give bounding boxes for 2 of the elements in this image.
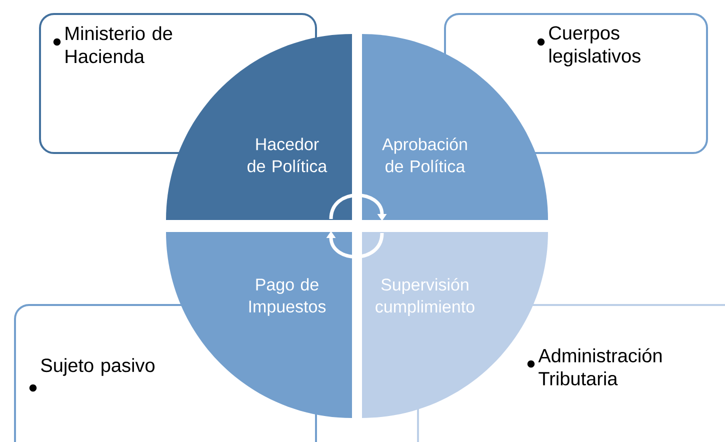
quadrant: Pago de Impuestos [166,232,352,418]
quadrant: Aprobación de Política [362,34,548,220]
